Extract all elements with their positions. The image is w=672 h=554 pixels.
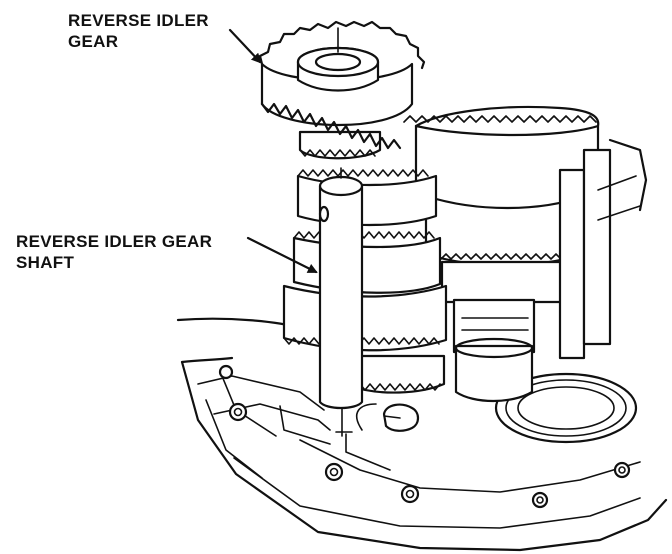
gear-label-line1: REVERSE IDLER xyxy=(68,11,209,30)
reverse-idler-shaft xyxy=(318,167,364,437)
mainshaft-gear-cluster xyxy=(403,105,648,403)
shaft-label-line1: REVERSE IDLER GEAR xyxy=(16,232,213,251)
reverse-idler-gear xyxy=(258,20,426,160)
gear-label-line2: GEAR xyxy=(68,32,119,51)
reverse-idler-gear-shaft-label: REVERSE IDLER GEAR SHAFT xyxy=(16,231,212,273)
gear-leader-arrow xyxy=(228,28,262,64)
transmission-case xyxy=(176,317,668,552)
shaft-label-line2: SHAFT xyxy=(16,253,75,272)
shaft-leader-arrow xyxy=(246,236,318,274)
reverse-idler-gear-label: REVERSE IDLER GEAR xyxy=(68,10,209,52)
countershaft-gears xyxy=(282,169,448,394)
